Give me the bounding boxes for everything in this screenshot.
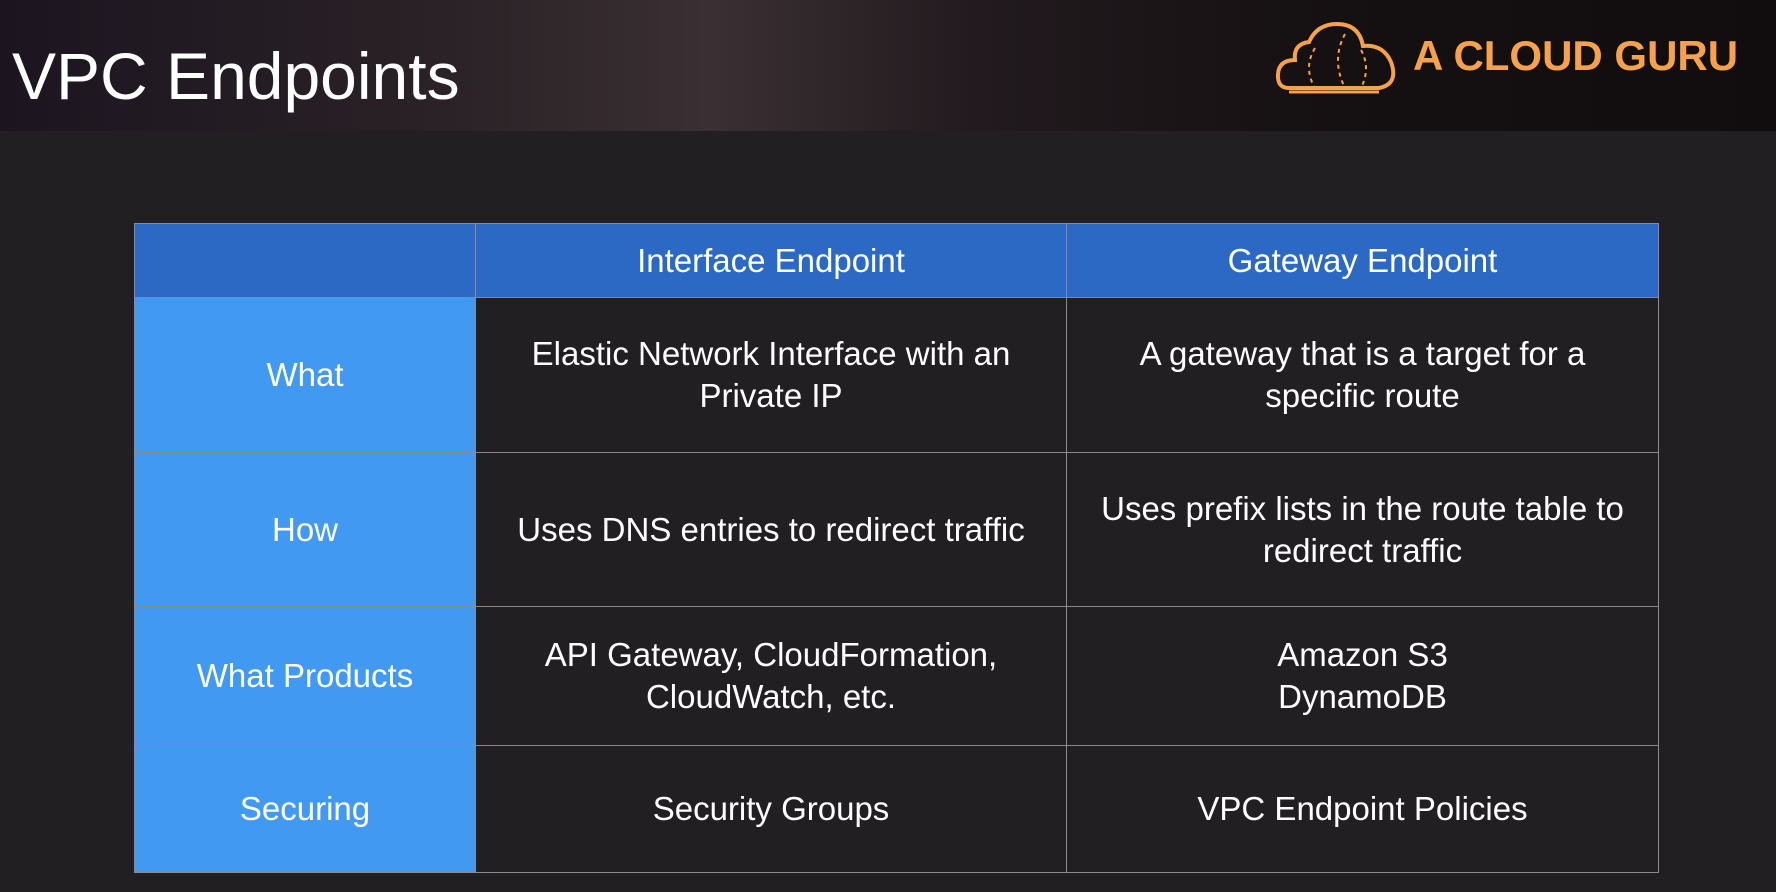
title-banner xyxy=(0,0,1776,131)
table-row: Securing Security Groups VPC Endpoint Po… xyxy=(134,745,1659,873)
row-label: What xyxy=(134,297,476,453)
table-row: How Uses DNS entries to redirect traffic… xyxy=(134,452,1659,607)
cell-line: A gateway that is a target for a xyxy=(1139,335,1586,372)
row-label: How xyxy=(134,452,476,607)
cell-line: CloudWatch, etc. xyxy=(645,678,897,715)
interface-cell: Elastic Network Interface with an Private… xyxy=(475,297,1067,453)
cell-line: VPC Endpoint Policies xyxy=(1197,790,1528,827)
header-gateway-endpoint: Gateway Endpoint xyxy=(1066,223,1659,298)
cell-line: Uses prefix lists in the route table to xyxy=(1101,489,1624,527)
interface-cell: Uses DNS entries to redirect traffic xyxy=(475,452,1067,607)
table-row: What Elastic Network Interface with an Pr… xyxy=(134,297,1659,453)
gateway-cell: Amazon S3 DynamoDB xyxy=(1066,606,1659,746)
row-label: Securing xyxy=(134,745,476,873)
gateway-cell: VPC Endpoint Policies xyxy=(1066,745,1659,873)
logo-text: A CLOUD GURU xyxy=(1413,32,1739,79)
header-interface-endpoint: Interface Endpoint xyxy=(475,223,1067,298)
logo: A CLOUD GURU xyxy=(1275,18,1738,94)
cell-line: Uses DNS entries to redirect traffic xyxy=(517,510,1025,548)
interface-cell: Security Groups xyxy=(475,745,1067,873)
page-title: VPC Endpoints xyxy=(12,39,460,113)
row-label: What Products xyxy=(134,606,476,746)
cloud-icon xyxy=(1275,21,1396,94)
table-row: What Products API Gateway, CloudFormatio… xyxy=(134,606,1659,746)
cell-line: DynamoDB xyxy=(1278,678,1447,715)
comparison-table: Interface Endpoint Gateway Endpoint What… xyxy=(134,223,1659,873)
header-empty xyxy=(134,223,476,298)
cell-line: Elastic Network Interface with an xyxy=(531,335,1011,372)
cell-line: Private IP xyxy=(699,377,843,414)
cell-line: API Gateway, CloudFormation, xyxy=(544,636,998,673)
cell-line: Amazon S3 xyxy=(1277,636,1448,673)
cell-line: redirect traffic xyxy=(1262,531,1463,569)
cell-line: Security Groups xyxy=(652,790,890,827)
interface-cell: API Gateway, CloudFormation, CloudWatch, … xyxy=(475,606,1067,746)
cell-line: specific route xyxy=(1265,377,1460,414)
gateway-cell: A gateway that is a target for a specific… xyxy=(1066,297,1659,453)
gateway-cell: Uses prefix lists in the route table to r… xyxy=(1066,452,1659,607)
table-header-row: Interface Endpoint Gateway Endpoint xyxy=(134,223,1659,298)
